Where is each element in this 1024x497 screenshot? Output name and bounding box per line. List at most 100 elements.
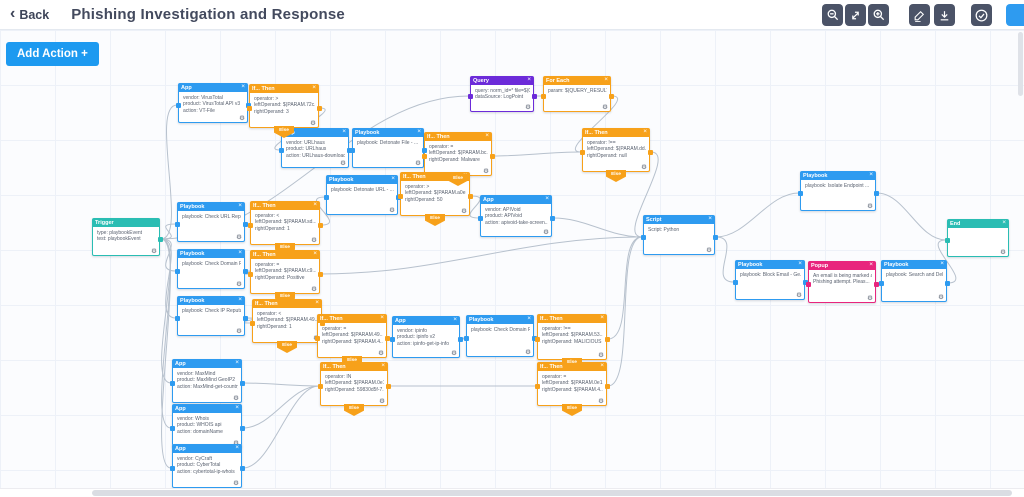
node-header[interactable]: If... Then× bbox=[252, 299, 322, 308]
close-icon[interactable]: × bbox=[453, 316, 457, 324]
left-connector-port[interactable] bbox=[797, 190, 803, 196]
close-icon[interactable]: × bbox=[312, 84, 316, 92]
node-header[interactable]: If... Then× bbox=[317, 314, 387, 323]
right-connector-port[interactable] bbox=[604, 336, 610, 342]
node-query[interactable]: Query×query: norm_id=* file=$(0...dataSo… bbox=[467, 76, 537, 112]
right-connector-port[interactable] bbox=[242, 315, 248, 321]
else-branch-badge[interactable]: Else bbox=[425, 214, 445, 226]
gear-icon[interactable]: ⚙ bbox=[151, 248, 157, 255]
else-branch-badge[interactable]: Else bbox=[274, 126, 294, 138]
node-if-dd[interactable]: If... Then×operator: !==leftOperand: $(P… bbox=[579, 128, 653, 172]
close-icon[interactable]: × bbox=[869, 171, 873, 179]
left-connector-port[interactable] bbox=[246, 105, 252, 111]
node-header[interactable]: App× bbox=[172, 359, 242, 368]
left-connector-port[interactable] bbox=[944, 237, 950, 243]
gear-icon[interactable]: ⚙ bbox=[867, 203, 873, 210]
right-connector-port[interactable] bbox=[531, 93, 537, 99]
node-header[interactable]: App× bbox=[178, 83, 248, 92]
left-connector-port[interactable] bbox=[169, 425, 175, 431]
right-connector-port[interactable] bbox=[549, 215, 555, 221]
gear-icon[interactable]: ⚙ bbox=[340, 160, 346, 167]
node-if-49b[interactable]: If... Then×operator: =leftOperand: $(PAR… bbox=[314, 314, 390, 358]
close-icon[interactable]: × bbox=[1002, 219, 1006, 227]
right-connector-port[interactable] bbox=[873, 281, 879, 287]
close-icon[interactable]: × bbox=[417, 128, 421, 136]
close-icon[interactable]: × bbox=[940, 260, 944, 268]
left-connector-port[interactable] bbox=[467, 93, 473, 99]
node-header[interactable]: Trigger bbox=[92, 218, 160, 227]
right-connector-port[interactable] bbox=[242, 268, 248, 274]
node-header[interactable]: App× bbox=[172, 444, 242, 453]
else-branch-badge[interactable]: Else bbox=[277, 341, 297, 353]
left-connector-port[interactable] bbox=[878, 280, 884, 286]
left-connector-port[interactable] bbox=[477, 215, 483, 221]
vertical-scrollbar-thumb[interactable] bbox=[1018, 32, 1023, 96]
close-icon[interactable]: × bbox=[238, 296, 242, 304]
else-branch-badge[interactable]: Else bbox=[562, 404, 582, 416]
node-pb-detonate-url[interactable]: Playbook×playbook: Detonate URL - ...⚙ bbox=[323, 175, 401, 215]
left-connector-port[interactable] bbox=[579, 149, 585, 155]
node-header[interactable]: If... Then× bbox=[424, 132, 492, 141]
left-connector-port[interactable] bbox=[314, 335, 320, 341]
right-connector-port[interactable] bbox=[531, 335, 537, 341]
node-header[interactable]: Script× bbox=[643, 215, 715, 224]
gear-icon[interactable]: ⚙ bbox=[796, 292, 802, 299]
node-header[interactable]: End× bbox=[947, 219, 1009, 228]
node-header[interactable]: Playbook× bbox=[881, 260, 947, 269]
right-connector-port[interactable] bbox=[346, 147, 352, 153]
gear-icon[interactable]: ⚙ bbox=[236, 234, 242, 241]
close-icon[interactable]: × bbox=[869, 261, 873, 269]
left-connector-port[interactable] bbox=[174, 268, 180, 274]
node-if-a0e[interactable]: If... Then×operator: >leftOperand: $(PAR… bbox=[397, 172, 473, 216]
gear-icon[interactable]: ⚙ bbox=[233, 395, 239, 402]
close-icon[interactable]: × bbox=[235, 359, 239, 367]
validate-button[interactable] bbox=[971, 4, 992, 26]
right-connector-port[interactable] bbox=[873, 190, 879, 196]
close-icon[interactable]: × bbox=[600, 314, 604, 322]
node-header[interactable]: App× bbox=[172, 404, 242, 413]
node-pb-detonate-file[interactable]: Playbook×playbook: Detonate File - ...⚙ bbox=[349, 128, 427, 168]
close-icon[interactable]: × bbox=[238, 202, 242, 210]
gear-icon[interactable]: ⚙ bbox=[415, 160, 421, 167]
else-branch-badge[interactable]: Else bbox=[562, 358, 582, 370]
node-header[interactable]: Playbook× bbox=[800, 171, 876, 180]
else-branch-badge[interactable]: Else bbox=[342, 356, 362, 368]
gear-icon[interactable]: ⚙ bbox=[311, 286, 317, 293]
node-pb-check-domain2[interactable]: Playbook×playbook: Check Domain R...⚙ bbox=[463, 315, 537, 357]
node-header[interactable]: App× bbox=[480, 195, 552, 204]
left-connector-port[interactable] bbox=[421, 153, 427, 159]
left-connector-port[interactable] bbox=[169, 380, 175, 386]
gear-icon[interactable]: ⚙ bbox=[543, 229, 549, 236]
close-icon[interactable]: × bbox=[600, 362, 604, 370]
node-foreach[interactable]: For Each×param: $(QUERY_RESULTS...⚙ bbox=[540, 76, 614, 112]
node-if-url[interactable]: If... Then×operator: <leftOperand: $(PAR… bbox=[247, 201, 323, 245]
gear-icon[interactable]: ⚙ bbox=[239, 115, 245, 122]
close-icon[interactable]: × bbox=[708, 215, 712, 223]
left-connector-port[interactable] bbox=[317, 383, 323, 389]
left-connector-port[interactable] bbox=[463, 335, 469, 341]
gear-icon[interactable]: ⚙ bbox=[378, 350, 384, 357]
gear-icon[interactable]: ⚙ bbox=[483, 168, 489, 175]
close-icon[interactable]: × bbox=[798, 260, 802, 268]
left-connector-port[interactable] bbox=[174, 315, 180, 321]
right-connector-port[interactable] bbox=[157, 236, 163, 242]
node-header[interactable]: Query× bbox=[470, 76, 534, 85]
close-icon[interactable]: × bbox=[315, 299, 319, 307]
close-icon[interactable]: × bbox=[380, 314, 384, 322]
gear-icon[interactable]: ⚙ bbox=[1000, 249, 1006, 256]
right-connector-port[interactable] bbox=[245, 102, 251, 108]
left-connector-port[interactable] bbox=[805, 281, 811, 287]
close-icon[interactable]: × bbox=[485, 132, 489, 140]
close-icon[interactable]: × bbox=[313, 201, 317, 209]
gear-icon[interactable]: ⚙ bbox=[706, 247, 712, 254]
right-connector-port[interactable] bbox=[316, 105, 322, 111]
right-connector-port[interactable] bbox=[647, 149, 653, 155]
close-icon[interactable]: × bbox=[527, 76, 531, 84]
node-header[interactable]: Popup× bbox=[808, 261, 876, 270]
